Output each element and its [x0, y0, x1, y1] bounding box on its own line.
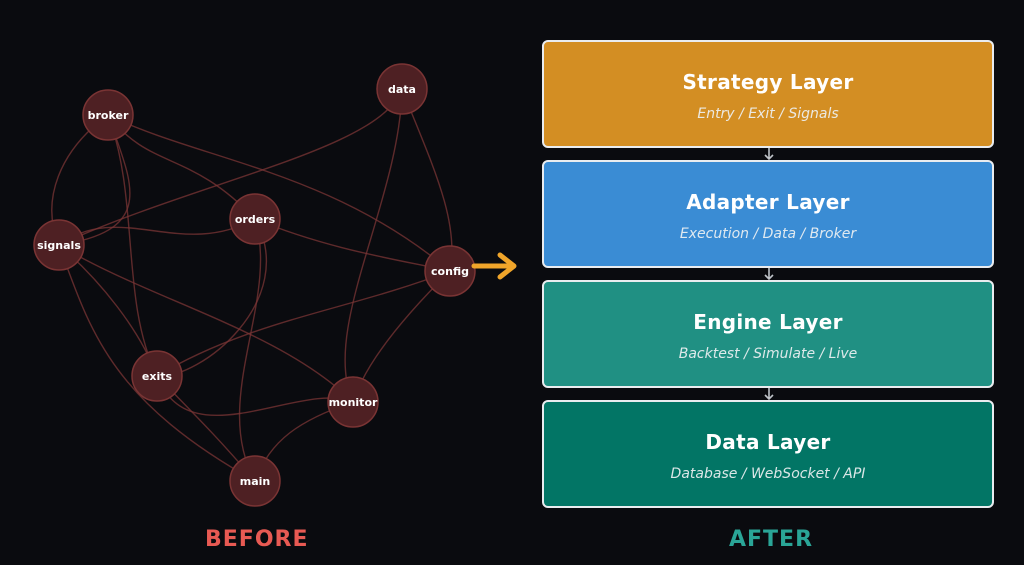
layer-subtitle: Backtest / Simulate / Live — [678, 346, 858, 362]
dependency-edge — [107, 114, 158, 377]
module-node-broker: broker — [82, 89, 134, 141]
dependency-edge — [344, 88, 403, 403]
dependency-edge — [107, 114, 256, 220]
layer-title: Engine Layer — [693, 310, 843, 334]
layer-engine: Engine Layer Backtest / Simulate / Live — [542, 280, 994, 388]
dependency-edge — [58, 218, 256, 246]
module-node-orders: orders — [229, 193, 281, 245]
dependency-edge — [254, 218, 451, 272]
dependency-edge — [58, 244, 354, 403]
node-label: signals — [37, 239, 81, 252]
node-circle — [424, 245, 476, 297]
module-node-exits: exits — [131, 350, 183, 402]
node-label: data — [388, 83, 416, 96]
before-caption: BEFORE — [205, 527, 309, 552]
node-circle — [229, 193, 281, 245]
layer-strategy: Strategy Layer Entry / Exit / Signals — [542, 40, 994, 148]
module-node-main: main — [229, 455, 281, 507]
node-circle — [327, 376, 379, 428]
node-circle — [131, 350, 183, 402]
layer-adapter: Adapter Layer Execution / Data / Broker — [542, 160, 994, 268]
arrow-down-icon — [764, 148, 774, 161]
dependency-edge — [156, 270, 451, 377]
dependency-edge — [156, 375, 354, 417]
dependency-edge — [238, 218, 262, 482]
layer-subtitle: Entry / Exit / Signals — [697, 106, 839, 122]
layer-data: Data Layer Database / WebSocket / API — [542, 400, 994, 508]
node-label: orders — [235, 213, 276, 226]
node-label: monitor — [329, 396, 378, 409]
module-nodes: broker data signals orders config exits monito… — [33, 63, 476, 507]
node-label: broker — [88, 109, 129, 122]
node-label: config — [431, 265, 469, 278]
layer-title: Adapter Layer — [686, 190, 850, 214]
node-circle — [229, 455, 281, 507]
tangled-edges — [51, 88, 453, 482]
module-node-signals: signals — [33, 219, 85, 271]
after-caption: AFTER — [729, 527, 814, 552]
node-label: exits — [142, 370, 173, 383]
layer-title: Data Layer — [705, 430, 831, 454]
node-label: main — [240, 475, 271, 488]
module-node-monitor: monitor — [327, 376, 379, 428]
layer-title: Strategy Layer — [682, 70, 854, 94]
dependency-edge — [58, 244, 256, 482]
module-node-config: config — [424, 245, 476, 297]
module-node-data: data — [376, 63, 428, 115]
transform-arrow-icon — [471, 252, 517, 280]
layer-subtitle: Execution / Data / Broker — [679, 226, 857, 242]
dependency-edge — [401, 88, 453, 272]
arrow-down-icon — [764, 268, 774, 281]
node-circle — [33, 219, 85, 271]
before-graph: broker data signals orders config exits monito… — [33, 63, 517, 507]
arrow-down-icon — [764, 388, 774, 401]
layer-subtitle: Database / WebSocket / API — [670, 466, 866, 482]
node-circle — [376, 63, 428, 115]
node-circle — [82, 89, 134, 141]
dependency-edge — [58, 88, 403, 246]
dependency-edge — [107, 114, 451, 272]
